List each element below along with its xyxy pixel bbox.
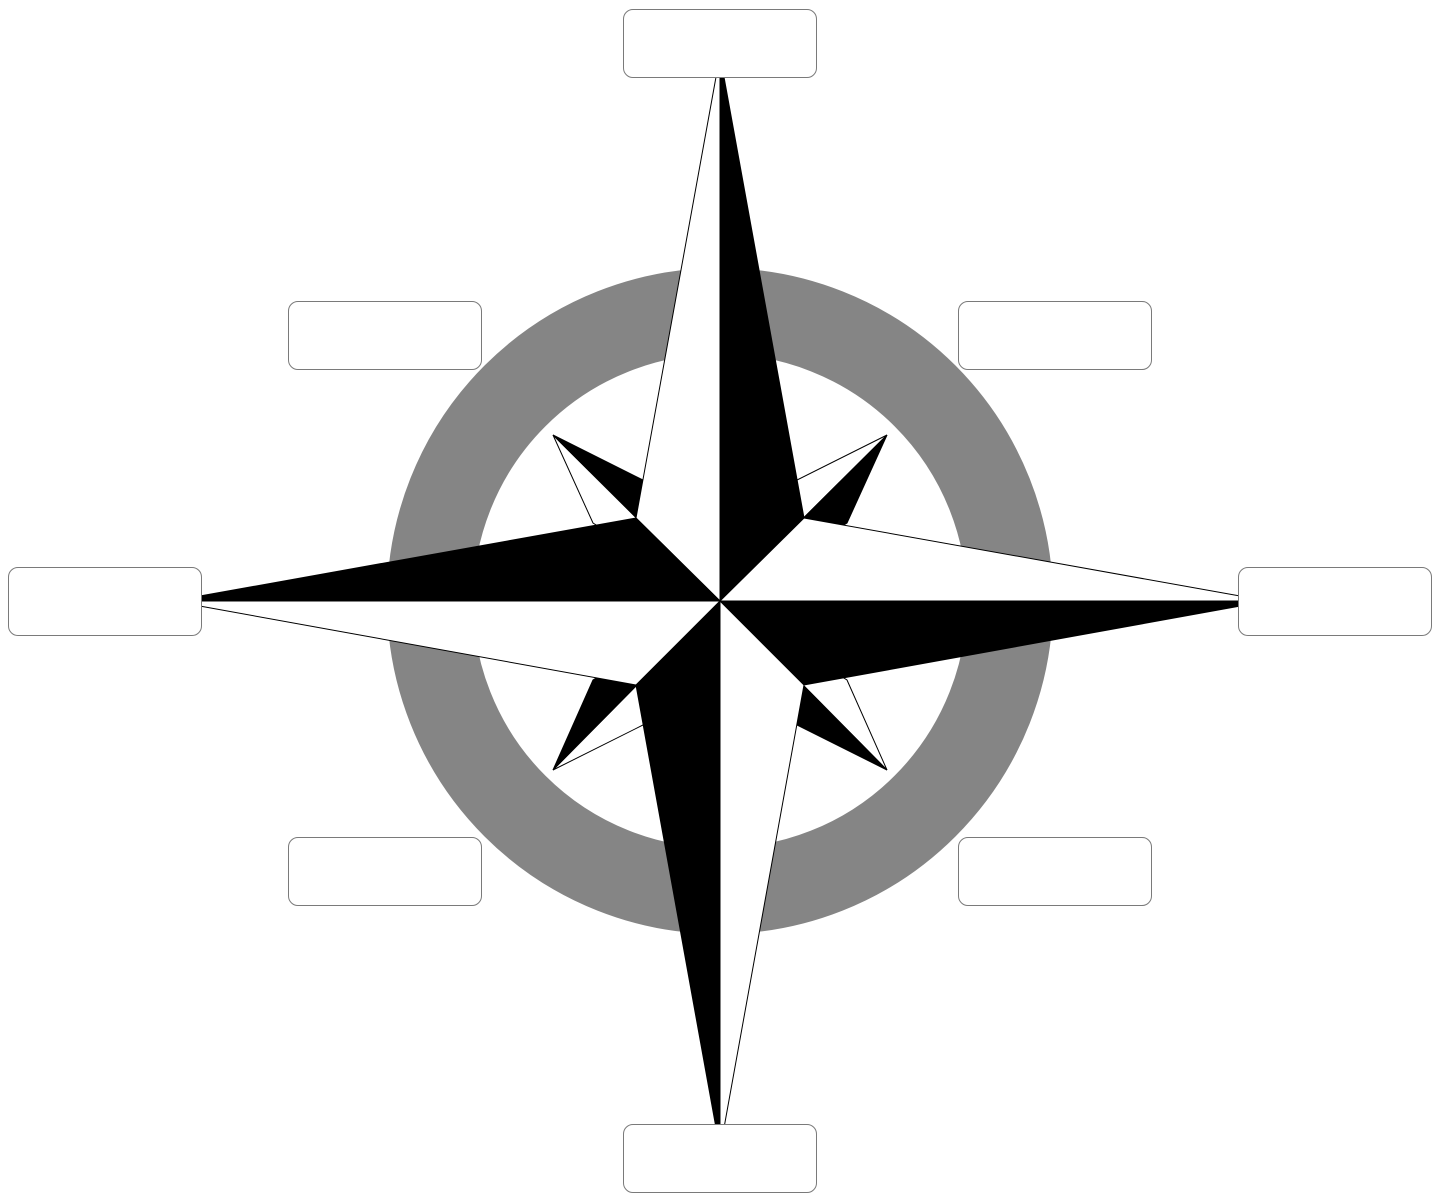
label-box-south-east[interactable]: [958, 837, 1152, 906]
label-box-south-west[interactable]: [288, 837, 482, 906]
label-box-north[interactable]: [623, 9, 817, 78]
label-box-north-west[interactable]: [288, 301, 482, 370]
label-box-west[interactable]: [8, 567, 202, 636]
label-box-south[interactable]: [623, 1124, 817, 1193]
label-box-east[interactable]: [1238, 567, 1432, 636]
label-box-north-east[interactable]: [958, 301, 1152, 370]
